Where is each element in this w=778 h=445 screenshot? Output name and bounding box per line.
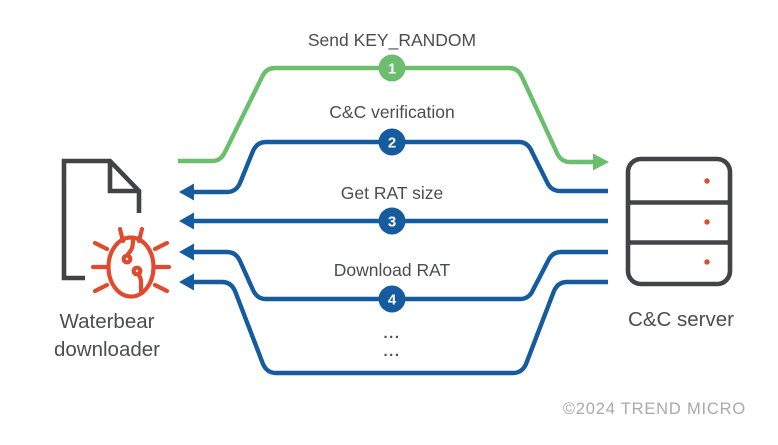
step-1-number: 1	[388, 60, 396, 77]
document-icon	[61, 158, 142, 281]
step-2-number: 2	[388, 134, 396, 151]
waterbear-label-line2: downloader	[54, 338, 160, 361]
server-led-3-icon	[704, 259, 710, 265]
step-2-label: C&C verification	[329, 102, 454, 122]
step-3-arrowhead-left-icon	[179, 212, 194, 230]
step-2-badge-circle	[378, 128, 406, 156]
cc-server-label: C&C server	[628, 308, 734, 331]
step-3-number: 3	[388, 213, 396, 230]
continuation-dots-1: ...	[383, 325, 400, 342]
step-1-badge: 1	[378, 54, 406, 82]
step-4-label: Download RAT	[334, 260, 451, 280]
step-3-badge-circle	[378, 207, 406, 235]
server-icon	[625, 156, 733, 287]
step-1-arrowhead-right-icon	[593, 153, 609, 171]
step-4-number: 4	[388, 291, 397, 308]
server-led-1-icon	[704, 178, 710, 184]
step-2-badge: 2	[378, 128, 406, 156]
waterbear-label-line1: Waterbear	[60, 310, 155, 333]
bug-icon	[90, 226, 172, 299]
step-3-badge: 3	[378, 207, 406, 235]
step-1-badge-circle	[378, 54, 406, 82]
step-2-arrowhead-left-icon	[179, 183, 194, 201]
step-4-badge: 4	[378, 285, 406, 313]
server-led-2-icon	[704, 219, 710, 225]
continuation-arrowhead-left-icon	[179, 273, 194, 291]
step-3-label: Get RAT size	[341, 183, 443, 203]
step-4-badge-circle	[378, 285, 406, 313]
copyright-text: ©2024 TREND MICRO	[563, 400, 746, 418]
continuation-flow	[179, 273, 608, 376]
continuation-line	[194, 279, 608, 376]
step-4-arrowhead-left-icon	[179, 243, 194, 261]
step-1-label: Send KEY_RANDOM	[308, 30, 476, 51]
continuation-dots-2: ...	[383, 343, 400, 360]
